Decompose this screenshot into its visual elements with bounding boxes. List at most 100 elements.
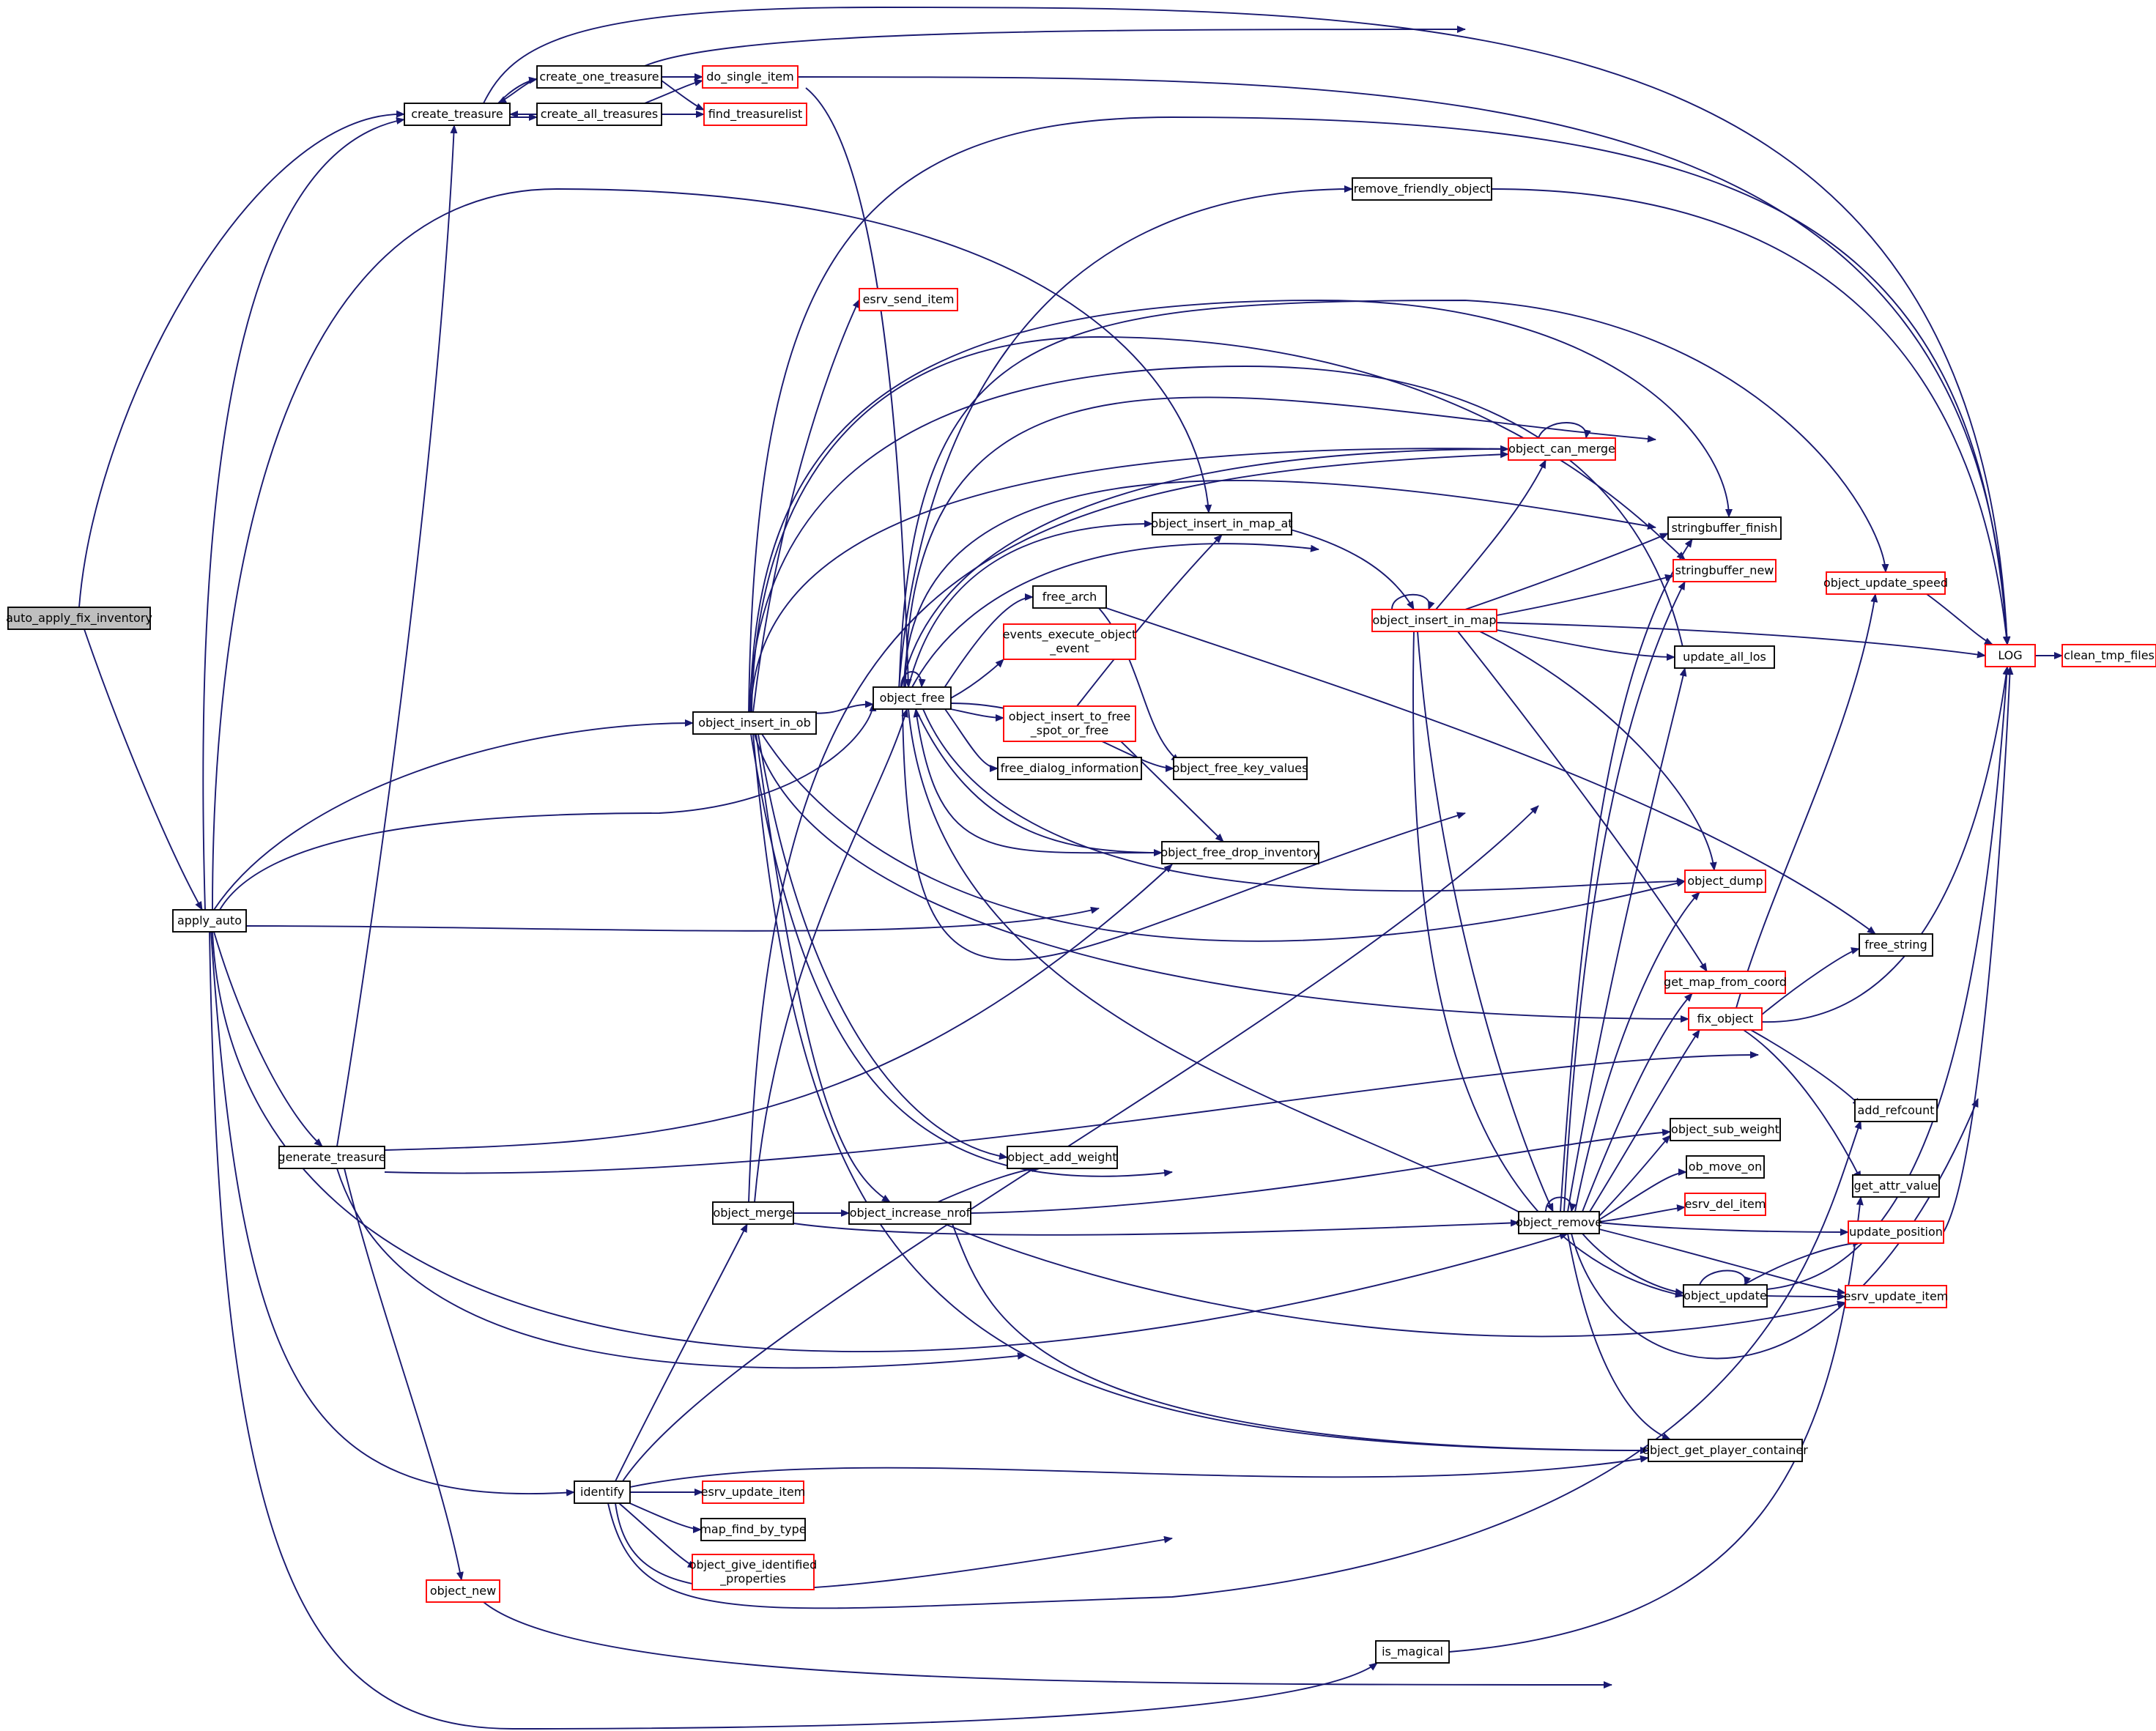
edge-do_single_item-to-object_free [805, 87, 912, 688]
node-map-find-by-type[interactable]: map_find_by_type [700, 1518, 807, 1541]
node-box [1826, 571, 1946, 595]
edge-object_increase_nrof-to-esrv_update_item_r [944, 1223, 1846, 1338]
node-object-free-drop-inventory[interactable]: object_free_drop_inventory [1160, 841, 1320, 864]
node-LOG[interactable]: LOG [1985, 644, 2036, 667]
node-add-refcount[interactable]: add_refcount [1854, 1099, 1938, 1122]
node-box [1848, 1220, 1944, 1244]
node-object-insert-in-map-at[interactable]: object_insert_in_map_at [1151, 512, 1293, 535]
edge-object_insert_in_map-to-object_dump [1479, 631, 1717, 871]
node-object-increase-nrof[interactable]: object_increase_nrof [848, 1201, 971, 1225]
node-get-attr-value[interactable]: get_attr_value [1852, 1174, 1940, 1198]
node-fix-object[interactable]: fix_object [1688, 1007, 1763, 1031]
edge-object_free-to-object_insert_in_map_at [908, 520, 1153, 688]
node-object-get-player-container[interactable]: object_get_player_container [1642, 1439, 1808, 1462]
node-object-sub-weight[interactable]: object_sub_weight [1670, 1118, 1781, 1141]
node-object-give-identified[interactable]: object_give_identified_properties [689, 1554, 818, 1590]
node-box [536, 65, 662, 89]
node-esrv-update-item-r[interactable]: esrv_update_item [1844, 1285, 1949, 1308]
node-get-map-from-coord[interactable]: get_map_from_coord [1664, 971, 1787, 994]
node-is-magical[interactable]: is_magical [1375, 1640, 1450, 1664]
node-label: remove_friendly_object [1354, 182, 1491, 196]
node-label: object_update [1683, 1289, 1767, 1303]
node-free-dialog-information[interactable]: free_dialog_information [997, 757, 1142, 780]
edge-object_insert_in_ob-to-object_dump [761, 733, 1686, 942]
node-identify[interactable]: identify [574, 1480, 631, 1504]
node-object-insert-in-ob[interactable]: object_insert_in_ob [692, 711, 817, 735]
node-label: free_dialog_information [1001, 761, 1139, 776]
node-do-single-item[interactable]: do_single_item [702, 65, 799, 89]
node-label: free_string [1864, 938, 1927, 952]
node-root[interactable]: auto_apply_fix_inventory [6, 607, 152, 630]
node-clean-tmp-files[interactable]: clean_tmp_files [2061, 644, 2156, 667]
node-object-update-speed[interactable]: object_update_speed [1823, 571, 1948, 595]
edge-identify-to-add_refcount [607, 1120, 1862, 1609]
edge-object_remove-to-esrv_update_item_r [1599, 1228, 1846, 1296]
node-create-treasure[interactable]: create_treasure [404, 103, 511, 126]
node-object-insert-to-free[interactable]: object_insert_to_free_spot_or_free [1003, 705, 1136, 742]
node-object-can-merge[interactable]: object_can_merge [1508, 437, 1616, 461]
node-label: is_magical [1382, 1645, 1443, 1659]
edge-object_remove-to-stringbuffer_finish [1560, 538, 1693, 1212]
node-object-free[interactable]: object_free [873, 686, 952, 710]
edge-root-to-create_treasure [78, 110, 405, 608]
edge-object_free-to-free_dialog_information [944, 708, 999, 772]
edge-apply_auto-to-identify [210, 931, 575, 1497]
node-update-all-los[interactable]: update_all_los [1674, 645, 1775, 669]
edge-object_remove-to-stringbuffer_new [1563, 581, 1686, 1212]
node-generate-treasure[interactable]: generate_treasure [278, 1146, 386, 1169]
edge-generate_treasure-to-object_new [344, 1168, 464, 1581]
node-stringbuffer-finish[interactable]: stringbuffer_finish [1667, 516, 1782, 540]
node-esrv-send-item[interactable]: esrv_send_item [859, 288, 958, 311]
node-label: object_remove [1516, 1215, 1602, 1230]
edge-object_free-to-object_insert_to_free [950, 708, 1004, 722]
node-box [1852, 1174, 1940, 1198]
edge-apply_auto-to-object_insert_in_map_at [212, 188, 1212, 911]
node-box [1854, 1099, 1938, 1122]
node-object-dump[interactable]: object_dump [1684, 870, 1766, 893]
node-box [873, 686, 952, 710]
edge-fix_object-to-get_attr_value [1743, 1029, 1862, 1180]
node-label: esrv_update_item [1844, 1289, 1949, 1304]
edge-root-to-apply_auto [84, 629, 203, 911]
edge-do_single_item-to-LOG [797, 76, 2011, 645]
node-label: object_new [430, 1584, 496, 1598]
node-object-free-key-values[interactable]: object_free_key_values [1173, 757, 1308, 780]
edge-object_free-to-LOG [902, 708, 1466, 961]
edge-object_insert_in_ob-to-fix_object [754, 733, 1689, 1023]
node-update-position[interactable]: update_position [1848, 1220, 1944, 1244]
node-ob-move-on[interactable]: ob_move_on [1686, 1155, 1765, 1179]
node-box [1985, 644, 2036, 667]
edge-object_remove-to-get_map_from_coord [1582, 993, 1693, 1212]
node-esrv-update-item-l[interactable]: esrv_update_item [701, 1480, 806, 1504]
edge-generate_treasure-to-object_remove [336, 1168, 1026, 1369]
node-label: stringbuffer_new [1675, 563, 1774, 578]
node-box [1003, 705, 1136, 742]
node-create-one-treasure[interactable]: create_one_treasure [536, 65, 662, 89]
node-object-add-weight[interactable]: object_add_weight [1007, 1146, 1118, 1169]
node-esrv-del-item[interactable]: esrv_del_item [1684, 1193, 1766, 1216]
node-object-remove[interactable]: object_remove [1516, 1211, 1602, 1234]
node-label: object_insert_to_free [1009, 710, 1131, 724]
node-object-new[interactable]: object_new [426, 1579, 500, 1603]
node-free-arch[interactable]: free_arch [1032, 585, 1107, 609]
node-label: update_position [1849, 1225, 1943, 1239]
node-object-merge[interactable]: object_merge [712, 1201, 794, 1225]
node-free-string[interactable]: free_string [1859, 933, 1933, 957]
node-stringbuffer-new[interactable]: stringbuffer_new [1672, 559, 1777, 582]
node-apply-auto[interactable]: apply_auto [172, 909, 247, 933]
node-label: add_refcount [1858, 1103, 1935, 1118]
node-create-all-treasures[interactable]: create_all_treasures [536, 103, 662, 126]
node-label: events_execute_object [1003, 628, 1137, 642]
edge-identify-to-object_get_player_container [629, 1455, 1649, 1488]
edge-create_all_treasures-to-do_single_item [644, 78, 703, 104]
node-remove-friendly-object[interactable]: remove_friendly_object [1352, 177, 1492, 201]
node-box [7, 607, 151, 630]
node-find-treasurelist[interactable]: find_treasurelist [703, 103, 807, 126]
node-object-update[interactable]: object_update [1683, 1284, 1768, 1308]
node-object-insert-in-map[interactable]: object_insert_in_map [1371, 609, 1497, 632]
node-label: object_dump [1687, 874, 1763, 889]
edge-object_update-to-update_position [1743, 1239, 1862, 1286]
edge-object_insert_in_map-to-stringbuffer_finish [1464, 533, 1669, 610]
node-box [1672, 559, 1777, 582]
node-events-execute[interactable]: events_execute_object_event [1003, 623, 1137, 660]
